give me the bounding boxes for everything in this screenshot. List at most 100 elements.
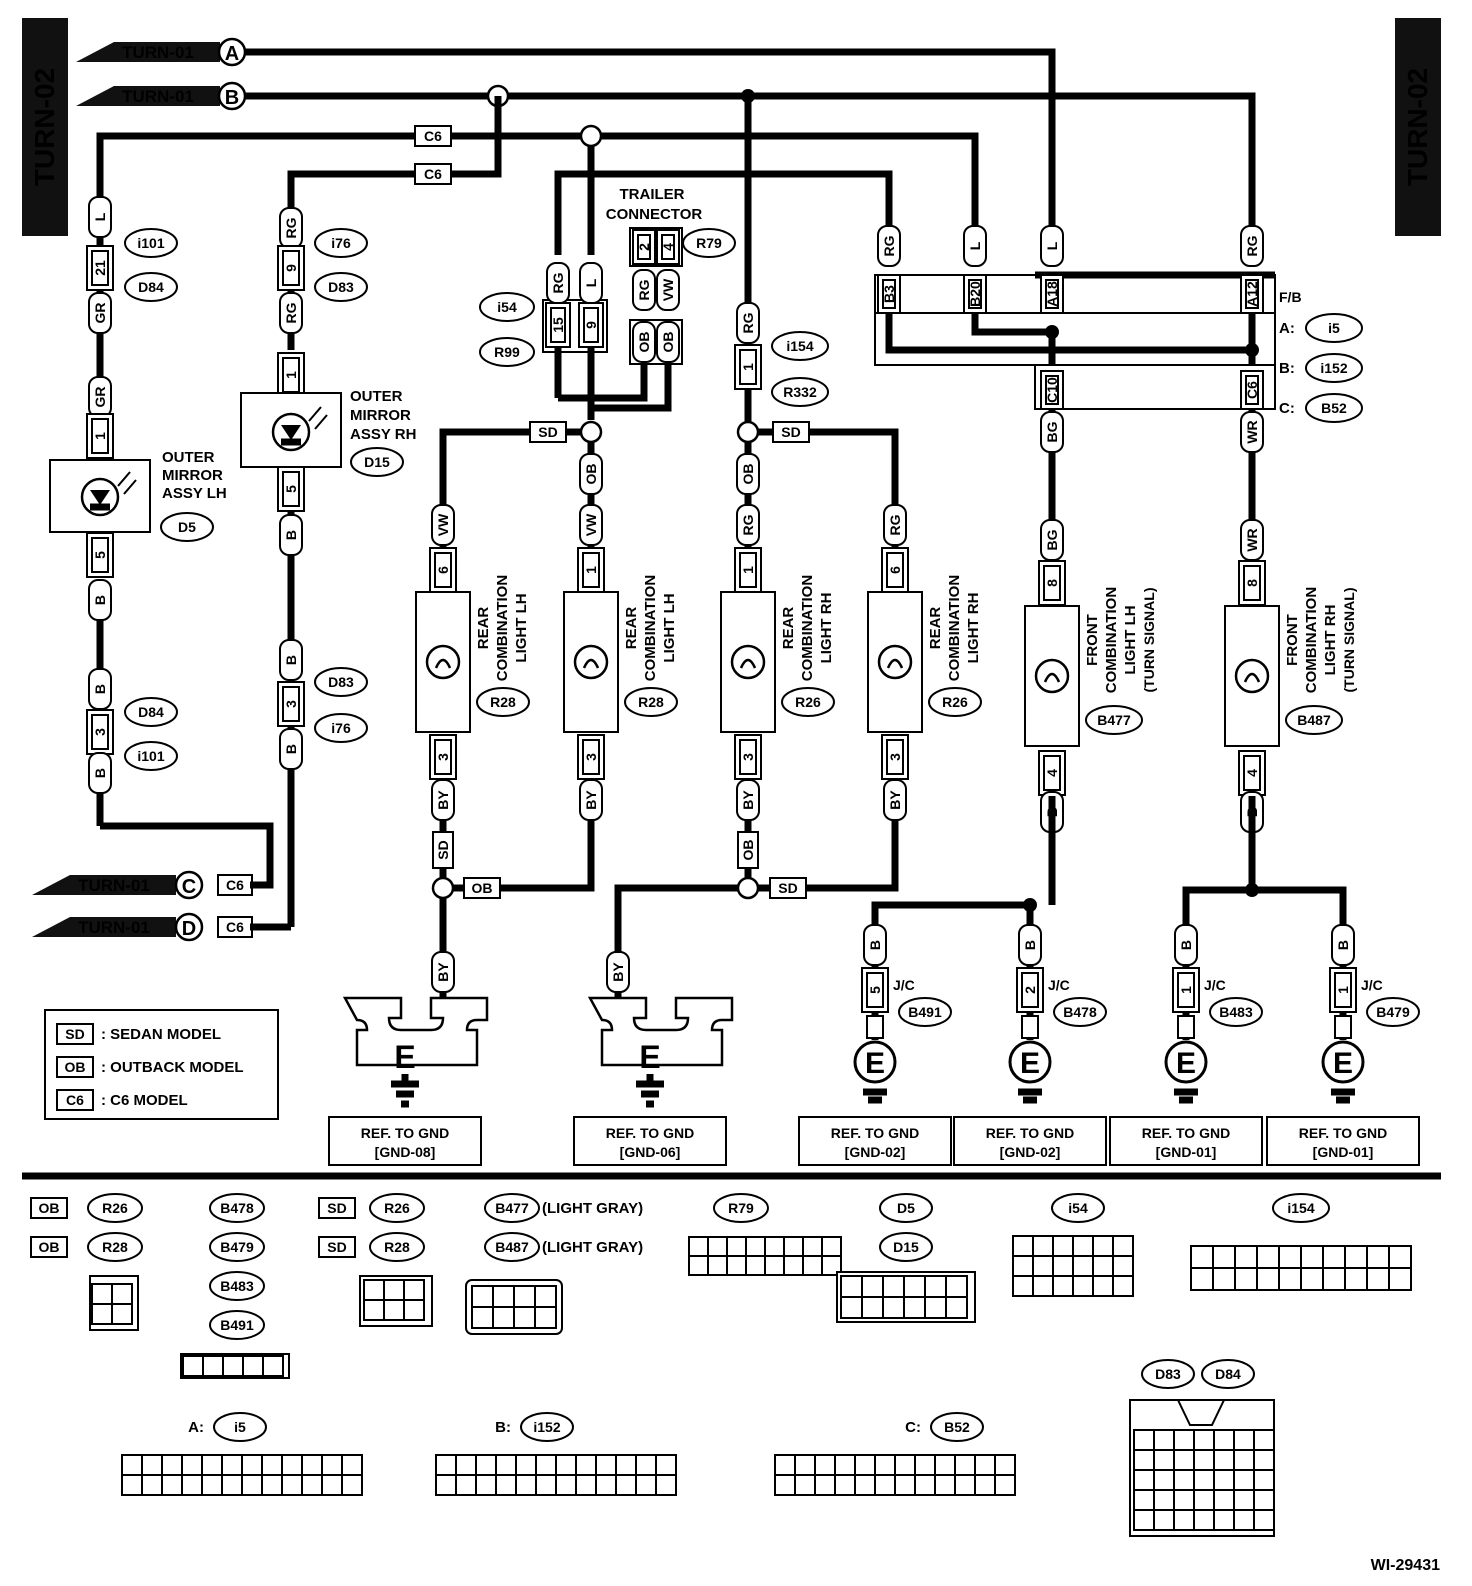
wire-color-text: L [92, 212, 108, 221]
jc-b491-wire [871, 901, 1029, 950]
fb-key: A: [1279, 320, 1295, 337]
pin-number: 1 [1335, 986, 1351, 994]
conn-pin-cell [475, 1474, 497, 1496]
connector-id-oval [713, 1193, 769, 1223]
conn-pin-cell [161, 1454, 183, 1476]
side-label-right: TURN-02 [1402, 68, 1433, 186]
connector-id-oval [314, 667, 368, 697]
bus-a [245, 48, 1056, 230]
component-name: (TURN SIGNAL) [1141, 588, 1157, 693]
conn-pin-cell [202, 1355, 224, 1377]
connector-id-oval [624, 687, 678, 717]
conn-pin-cell [615, 1474, 637, 1496]
conn-pin-cell [914, 1474, 936, 1496]
conn-pin-cell [924, 1296, 947, 1319]
conn-pin-cell [1133, 1489, 1155, 1511]
conn-pin-cell [1278, 1245, 1302, 1269]
conn-pin-cell [1072, 1255, 1094, 1277]
conn-pin-cell [707, 1236, 728, 1257]
conn-pin-cell [974, 1474, 996, 1496]
component-name: ASSY LH [162, 485, 227, 502]
connector-id-oval [314, 272, 368, 302]
connector-id-text: R28 [490, 694, 516, 710]
conn-pin-cell [1193, 1489, 1215, 1511]
conn-pin-cell [241, 1474, 263, 1496]
conn-pin-cell [1213, 1489, 1235, 1511]
wire-color-tag [546, 262, 570, 304]
conn-pin-cell [201, 1474, 223, 1496]
pin-number: 5 [92, 551, 108, 559]
wire-color-text: BG [1044, 421, 1060, 442]
wire-color-text: RG [887, 514, 903, 535]
component-name: FRONT [1284, 614, 1301, 666]
jc-rh-wires [1182, 886, 1347, 950]
wire-color-text: WR [1244, 420, 1260, 443]
wire-color-text: RG [740, 514, 756, 535]
connector-id-text: B483 [220, 1278, 254, 1294]
pin-number: 3 [435, 753, 451, 761]
pin-inner [582, 739, 600, 775]
connector-id-oval [369, 1193, 425, 1223]
conn-pin-cell [575, 1454, 597, 1476]
connector-id-text: D83 [328, 279, 354, 295]
conn-pin-cell [903, 1296, 926, 1319]
connector-id-oval [209, 1232, 265, 1262]
conn-pin-cell [615, 1454, 637, 1476]
conn-pin-cell [1092, 1255, 1114, 1277]
connector-id-oval [484, 1193, 540, 1223]
conn-pin-cell [1366, 1245, 1390, 1269]
connector-id-oval [314, 713, 368, 743]
pin-number: C10 [1044, 377, 1060, 403]
conn-pin-cell [513, 1285, 536, 1308]
conn-pin-cell [1344, 1267, 1368, 1291]
connector-id-text: B479 [220, 1239, 254, 1255]
connector-id-text: B477 [495, 1200, 529, 1216]
conn-pin-cell [121, 1474, 143, 1496]
wire-color-text: BG [1044, 529, 1060, 550]
conn-pin-cell [1212, 1245, 1236, 1269]
conn-pin-cell [1112, 1235, 1134, 1257]
splice-open [736, 420, 760, 444]
conn-pin-cell [341, 1454, 363, 1476]
connector-id-oval [1305, 313, 1363, 343]
model-tag-text: OB [39, 1239, 60, 1255]
gnd-ref-box [798, 1116, 952, 1166]
connector-id-text: i76 [331, 235, 351, 251]
conn-pin-cell [1012, 1235, 1034, 1257]
jc-stub [1021, 1015, 1039, 1039]
conn-note: (LIGHT GRAY) [542, 1200, 643, 1217]
conn-pin-cell [783, 1255, 804, 1276]
conn-pin-cell [515, 1474, 537, 1496]
pin-inner [739, 349, 757, 385]
conn-pin-cell [595, 1474, 617, 1496]
pin-number: 9 [583, 321, 599, 329]
conn-pin-cell [1366, 1267, 1390, 1291]
splice-open [431, 876, 455, 900]
conn-pin-cell [934, 1454, 956, 1476]
conn-pin-cell [914, 1454, 936, 1476]
conn-pin-cell [201, 1454, 223, 1476]
conn-pin-cell [91, 1303, 113, 1325]
conn-pin-cell [1256, 1245, 1280, 1269]
conn-pin-cell [555, 1454, 577, 1476]
conn-pin-cell [1253, 1449, 1275, 1471]
wire-color-text: VW [660, 278, 676, 301]
ground-circle [1164, 1040, 1208, 1084]
conn-pin-cell [1173, 1489, 1195, 1511]
connector-id-oval [928, 687, 982, 717]
connector-id-oval [124, 272, 178, 302]
model-tag-text: SD [435, 840, 451, 859]
connector-id-text: R99 [494, 344, 520, 360]
conn-pin-cell [1233, 1449, 1255, 1471]
connector-id-text: D15 [893, 1239, 919, 1255]
gnd06-wire [614, 884, 738, 1000]
wire-color-text: VW [583, 513, 599, 536]
connector-id-text: D5 [178, 519, 196, 535]
component-name: CONNECTOR [606, 206, 703, 223]
pin-number: 8 [1244, 579, 1260, 587]
legend-text: : SEDAN MODEL [101, 1026, 221, 1043]
model-tag-text: C6 [226, 919, 244, 935]
wire-to-b20 [498, 132, 979, 230]
